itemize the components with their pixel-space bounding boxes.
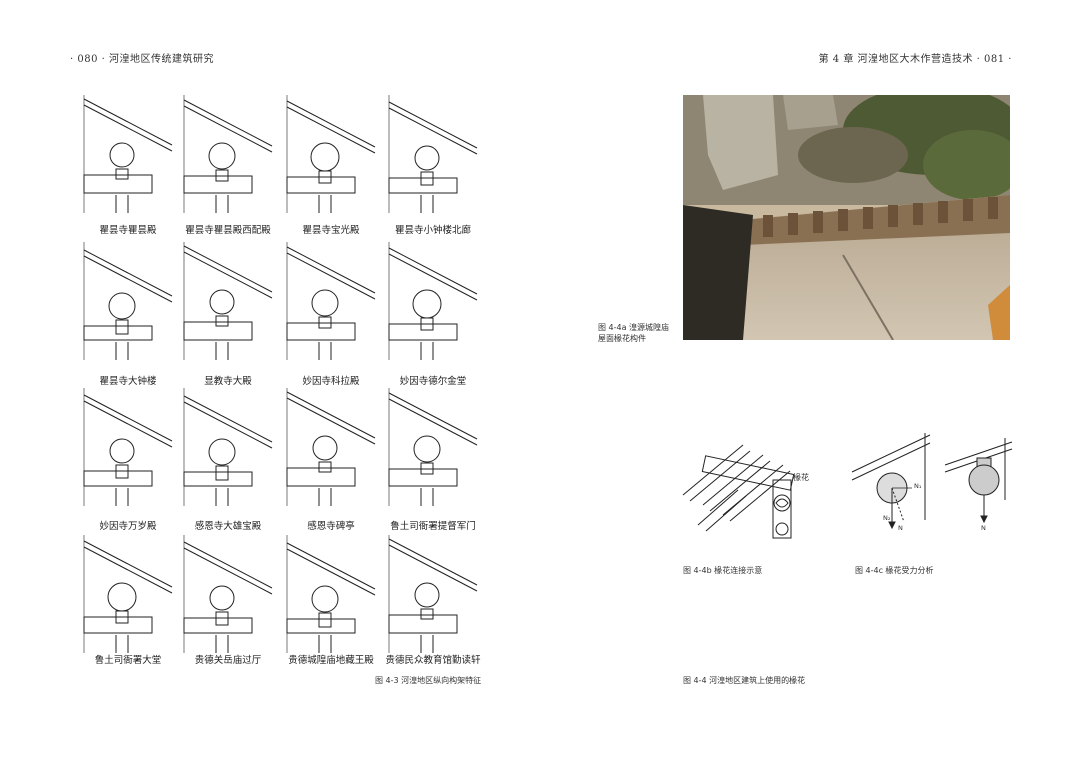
bracket-drawing xyxy=(80,95,176,213)
bracket-drawing xyxy=(385,535,481,653)
bracket-drawing-label: 鲁土司衙署提督军门 xyxy=(390,521,476,532)
bracket-drawing xyxy=(180,388,276,506)
bracket-drawing-label: 瞿昙寺宝光殿 xyxy=(302,225,360,236)
figure-caption-4-4: 图 4-4 河湟地区建筑上使用的椽花 xyxy=(683,676,806,685)
bracket-drawing-label: 贵德城隍庙地藏王殿 xyxy=(288,655,374,666)
bracket-drawing xyxy=(80,535,176,653)
figure-caption-4-4b: 图 4-4b 椽花连接示意 xyxy=(683,566,763,575)
force-label-n2: N₂ xyxy=(883,514,891,522)
bracket-drawing xyxy=(180,95,276,213)
photo-caption-line1: 图 4-4a 湟源城隍庙 xyxy=(598,323,670,332)
bracket-drawing xyxy=(80,388,176,506)
bracket-drawing xyxy=(180,242,276,360)
bracket-drawing xyxy=(80,242,176,360)
bracket-drawing-label: 瞿昙寺瞿昙殿西配殿 xyxy=(185,225,271,236)
page-header-right: 第 4 章 河湟地区大木作营造技术 · 081 · xyxy=(818,54,1012,65)
bracket-drawing-label: 显教寺大殿 xyxy=(204,376,252,387)
bracket-drawing-label: 贵德关岳庙过厅 xyxy=(194,655,262,666)
bracket-drawing xyxy=(283,95,379,213)
bracket-drawing-label: 妙因寺科拉殿 xyxy=(302,376,360,387)
page-header-left: · 080 · 河湟地区传统建筑研究 xyxy=(70,54,214,65)
force-label-n: N xyxy=(898,524,903,532)
bracket-drawing-label: 妙因寺万岁殿 xyxy=(99,521,157,532)
bracket-drawing-label: 鲁土司衙署大堂 xyxy=(94,655,162,666)
bracket-drawing-label: 妙因寺德尔金堂 xyxy=(399,376,467,387)
bracket-drawing xyxy=(385,242,481,360)
bracket-drawing xyxy=(283,535,379,653)
rafter-connection-diagram xyxy=(678,425,818,540)
force-label-n1: N₁ xyxy=(914,482,922,490)
photo-caption-line2: 屋面椽花构件 xyxy=(598,334,646,343)
figure-caption-4-4c: 图 4-4c 椽花受力分析 xyxy=(855,566,934,575)
bracket-drawing-label: 瞿昙寺瞿昙殿 xyxy=(99,225,157,236)
bracket-drawing xyxy=(283,242,379,360)
force-label-n-right: N xyxy=(981,524,986,532)
bracket-drawing-label: 瞿昙寺小钟楼北廊 xyxy=(394,225,471,236)
rafter-flower-callout: 椽花 xyxy=(793,473,809,482)
bracket-drawing-label: 感恩寺碑亭 xyxy=(307,521,355,532)
bracket-drawing xyxy=(283,388,379,506)
bracket-drawing xyxy=(385,388,481,506)
force-analysis-diagram xyxy=(850,430,1015,540)
figure-caption-4-3: 图 4-3 河湟地区纵向构架特征 xyxy=(375,676,482,685)
rafter-flower-photo xyxy=(683,95,1010,340)
bracket-drawing xyxy=(180,535,276,653)
bracket-drawing xyxy=(385,95,481,213)
bracket-drawing-label: 贵德民众教育馆勤读轩 xyxy=(385,655,481,666)
bracket-drawing-label: 瞿昙寺大钟楼 xyxy=(99,376,157,387)
bracket-drawing-label: 感恩寺大雄宝殿 xyxy=(194,521,262,532)
